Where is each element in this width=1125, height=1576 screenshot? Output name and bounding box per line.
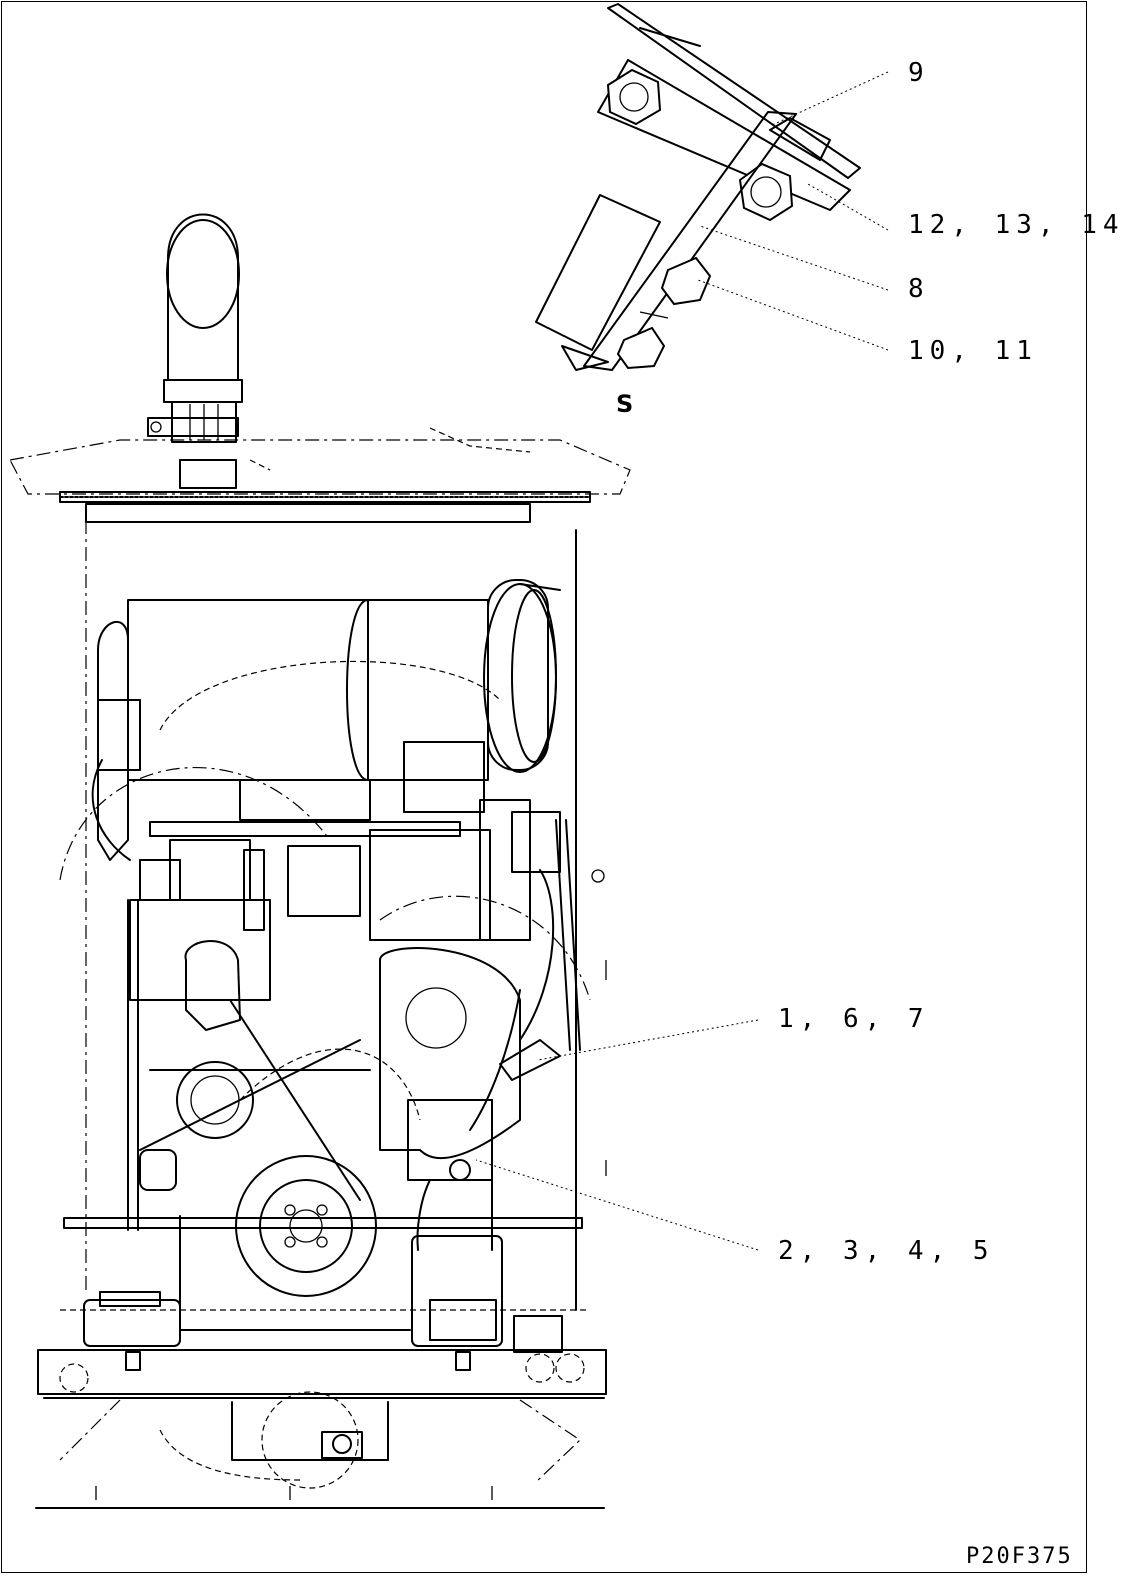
leader-lines <box>475 71 889 1251</box>
detail-view-s <box>535 3 861 371</box>
view-label-s: S <box>616 390 634 418</box>
callout-8: 8 <box>908 274 930 304</box>
callout-1-6-7: 1, 6, 7 <box>778 1004 930 1034</box>
engine-main-view <box>9 213 631 1509</box>
callout-12-13-14: 12, 13, 14 <box>908 210 1125 240</box>
callout-9: 9 <box>908 58 930 88</box>
engine-assembly-drawing <box>9 3 889 1509</box>
drawing-number: P20F375 <box>966 1544 1073 1569</box>
callout-10-11: 10, 11 <box>908 336 1038 366</box>
drawing-frame <box>1 1 1087 1573</box>
callout-2-3-4-5: 2, 3, 4, 5 <box>778 1236 995 1266</box>
